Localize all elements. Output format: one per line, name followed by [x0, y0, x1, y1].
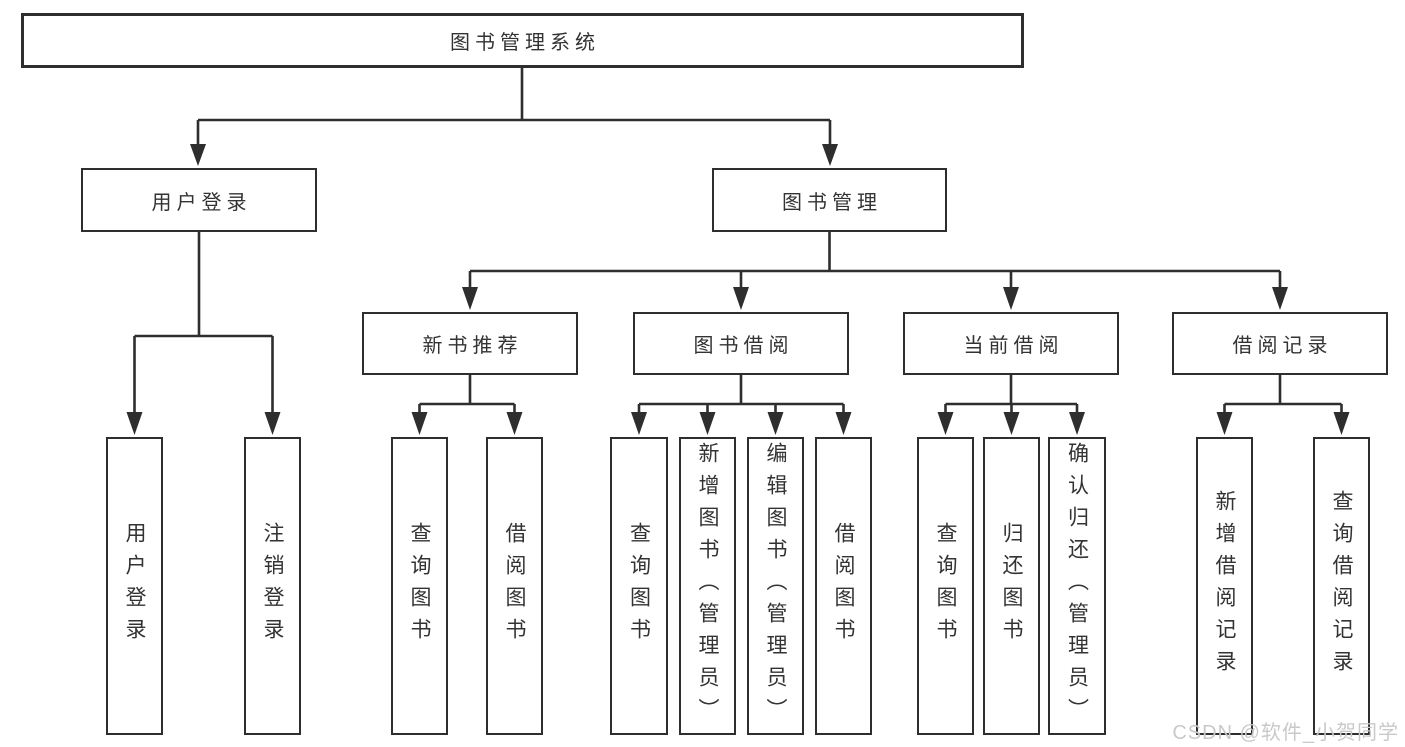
arrowhead-icon — [462, 287, 478, 310]
arrowhead-icon — [631, 412, 647, 435]
node-label: 图书管理 — [782, 191, 882, 214]
arrowhead-icon — [733, 287, 749, 310]
borrow-records-connector — [1216, 375, 1350, 435]
leaf-borrow-add-books-admin: 新增图书（管理员） — [679, 437, 736, 735]
node-label: 注销登录 — [261, 522, 284, 650]
arrowhead-icon — [1333, 412, 1350, 435]
book-management-connector — [462, 232, 1288, 310]
node-label: 图书借阅 — [693, 335, 794, 357]
node-label: 新增借阅记录 — [1213, 490, 1236, 682]
leaf-records-add-record: 新增借阅记录 — [1196, 437, 1253, 735]
node-label: 用户登录 — [151, 191, 252, 214]
leaf-recommend-query-books: 查询图书 — [391, 437, 448, 735]
csdn-watermark: CSDN @软件_小贺同学 — [1172, 722, 1399, 744]
leaf-logout: 注销登录 — [244, 437, 301, 735]
arrowhead-icon — [506, 412, 523, 435]
arrowhead-icon — [1003, 412, 1020, 435]
node-label: 查询借阅记录 — [1330, 490, 1353, 682]
arrowhead-icon — [190, 144, 206, 166]
node-label: 新书推荐 — [422, 335, 523, 357]
node-borrow-records: 借阅记录 — [1172, 312, 1388, 375]
current-borrow-connector — [937, 375, 1085, 435]
leaf-current-query-books: 查询图书 — [917, 437, 974, 735]
arrowhead-icon — [767, 412, 784, 435]
arrowhead-icon — [126, 412, 143, 435]
node-label: 查询图书 — [934, 522, 957, 650]
node-label: 借阅图书 — [832, 522, 855, 650]
node-label: 当前借阅 — [963, 335, 1064, 357]
user-login-connector — [126, 232, 281, 435]
arrowhead-icon — [1272, 287, 1288, 310]
leaf-borrow-query-books: 查询图书 — [610, 437, 668, 735]
arrowhead-icon — [937, 412, 954, 435]
node-book-borrow: 图书借阅 — [633, 312, 849, 375]
node-library-system: 图书管理系统 — [21, 13, 1024, 68]
leaf-borrow-borrow-books: 借阅图书 — [815, 437, 872, 735]
node-label: 归还图书 — [1000, 522, 1023, 650]
leaf-borrow-edit-books-admin: 编辑图书（管理员） — [747, 437, 804, 735]
arrowhead-icon — [835, 412, 852, 435]
root-connector — [190, 68, 838, 166]
node-label: 借阅记录 — [1232, 335, 1333, 357]
arrowhead-icon — [1216, 412, 1233, 435]
node-new-book-recommend: 新书推荐 — [362, 312, 578, 375]
node-current-borrow: 当前借阅 — [903, 312, 1119, 375]
node-label: 查询图书 — [627, 522, 651, 650]
arrowhead-icon — [411, 412, 428, 435]
book-borrow-connector — [631, 375, 852, 435]
arrowhead-icon — [699, 412, 716, 435]
new-book-recommend-connector — [411, 375, 523, 435]
arrowhead-icon — [1069, 412, 1085, 435]
arrowhead-icon — [1003, 287, 1019, 310]
node-label: 图书管理系统 — [450, 32, 600, 54]
arrowhead-icon — [264, 412, 281, 435]
node-label: 用户登录 — [123, 522, 146, 650]
leaf-current-return-books: 归还图书 — [983, 437, 1040, 735]
leaf-records-query-record: 查询借阅记录 — [1313, 437, 1370, 735]
node-label: 借阅图书 — [503, 522, 526, 650]
node-book-management: 图书管理 — [712, 168, 947, 232]
arrowhead-icon — [822, 144, 838, 166]
node-user-login: 用户登录 — [81, 168, 317, 232]
node-label: 编辑图书（管理员） — [764, 442, 787, 730]
leaf-current-confirm-return-admin: 确认归还（管理员） — [1048, 437, 1106, 735]
node-label: 新增图书（管理员） — [696, 442, 719, 730]
leaf-user-login: 用户登录 — [106, 437, 163, 735]
leaf-recommend-borrow-books: 借阅图书 — [486, 437, 543, 735]
node-label: 确认归还（管理员） — [1065, 442, 1089, 730]
node-label: 查询图书 — [408, 522, 431, 650]
